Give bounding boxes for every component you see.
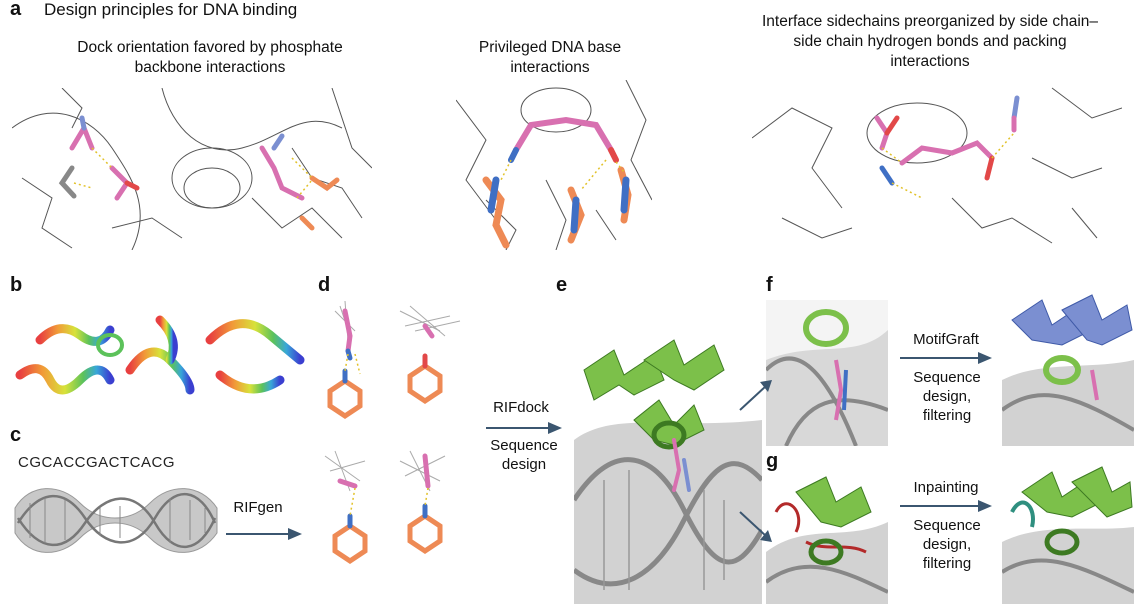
rifdock-label: RIFdock	[493, 399, 549, 416]
panel-a-structure-3	[752, 78, 1122, 250]
panel-b-scaffolds	[10, 300, 310, 420]
panel-c-letter: c	[10, 424, 22, 446]
panel-a-caption-3: Interface sidechains preorganized by sid…	[761, 13, 1099, 70]
panel-a-title: Design principles for DNA binding	[44, 0, 298, 19]
panel-g-letter: g	[766, 450, 779, 472]
panel-c-dna-helix	[10, 478, 222, 562]
panel-g-inpainted-binder	[1002, 452, 1134, 604]
panel-e-docked-complex	[574, 300, 762, 604]
rifgen-label: RIFgen	[233, 499, 283, 516]
panel-a-caption-2: Privileged DNA base interactions	[478, 39, 622, 76]
panel-a-letter: a	[10, 0, 22, 20]
panel-d-rotamers	[320, 296, 468, 600]
panel-f-motif	[766, 300, 888, 446]
rifgen-arrow	[224, 526, 304, 542]
rifdock-arrow	[484, 420, 564, 436]
arrow-e-to-g	[738, 508, 774, 544]
panel-a-structure-2	[456, 80, 652, 250]
inpainting-arrow	[898, 498, 994, 514]
panel-f-letter: f	[766, 274, 773, 296]
panel-b-letter: b	[10, 274, 23, 296]
dna-sequence: CGCACCGACTCACG	[18, 454, 176, 471]
panel-a-caption-1: Dock orientation favored by phosphate ba…	[77, 39, 343, 76]
panel-f-grafted-binder	[1002, 290, 1134, 446]
motifgraft-sequence-design-label: Sequence design, filtering	[913, 369, 981, 424]
panel-d-letter: d	[318, 274, 331, 296]
inpainting-sequence-design-label: Sequence design, filtering	[913, 517, 981, 572]
motifgraft-arrow	[898, 350, 994, 366]
panel-g-input	[766, 452, 888, 604]
arrow-e-to-f	[738, 378, 774, 414]
panel-a-structure-1	[12, 88, 372, 250]
panel-e-letter: e	[556, 274, 568, 296]
rifdock-sequence-design-label: Sequence design	[490, 437, 558, 473]
inpainting-label: Inpainting	[913, 479, 979, 496]
motifgraft-label: MotifGraft	[913, 331, 979, 348]
